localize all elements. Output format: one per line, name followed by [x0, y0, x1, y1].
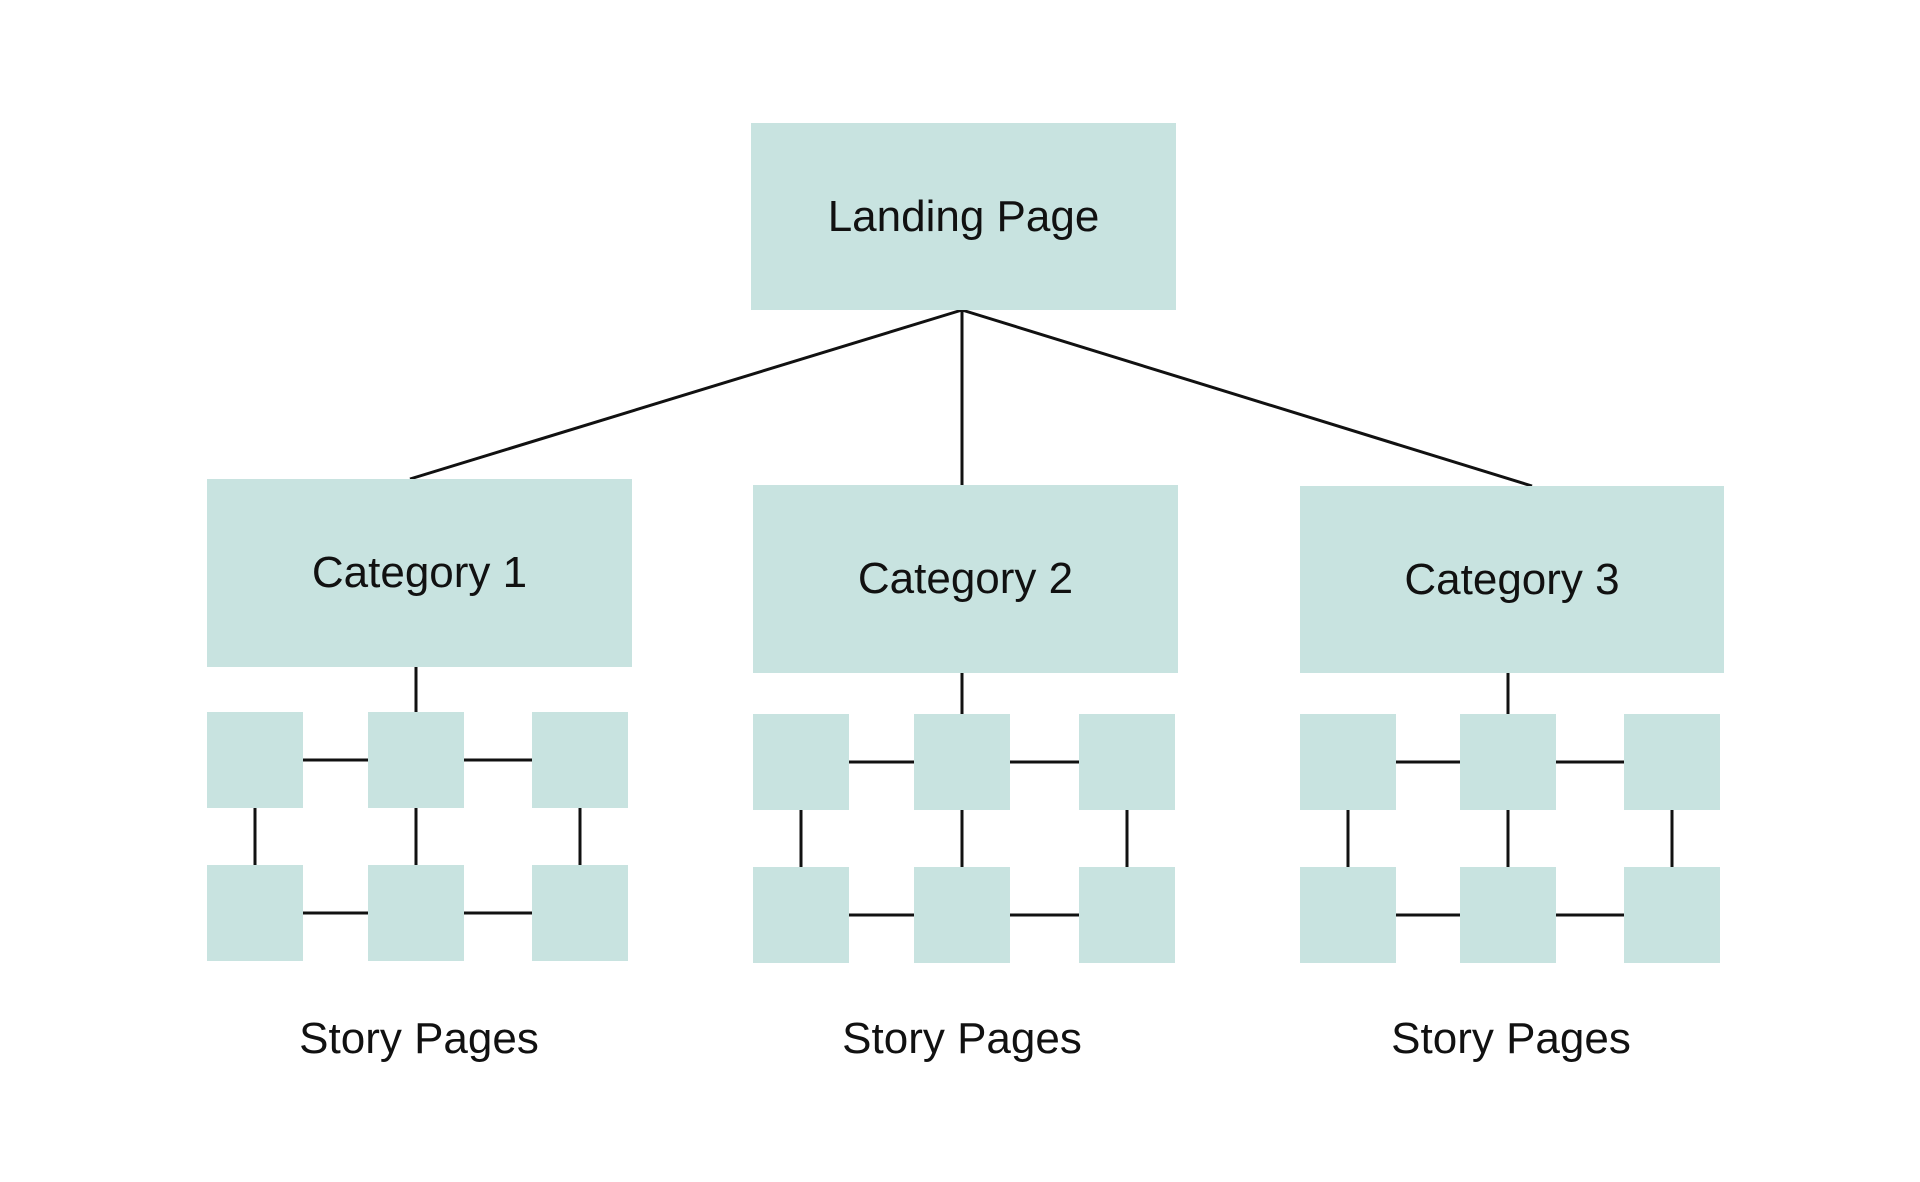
category-2-node: Category 2	[753, 485, 1178, 673]
story-pages-caption-2: Story Pages	[842, 1014, 1082, 1063]
story-page-3-2-2	[1460, 867, 1556, 963]
connector-landing-to-category-1	[409, 308, 963, 481]
category-3-node: Category 3	[1300, 486, 1724, 673]
story-page-1-2-1	[207, 865, 303, 961]
story-page-1-1-1	[207, 712, 303, 808]
story-pages-caption-3: Story Pages	[1391, 1014, 1631, 1063]
landing-page-node: Landing Page	[751, 123, 1176, 310]
story-page-2-2-3	[1079, 867, 1175, 963]
story-page-3-2-1	[1300, 867, 1396, 963]
story-page-3-1-1	[1300, 714, 1396, 810]
category-3-label: Category 3	[1404, 554, 1620, 604]
story-page-2-1-1	[753, 714, 849, 810]
story-page-2-1-2	[914, 714, 1010, 810]
landing-page-label: Landing Page	[827, 191, 1100, 241]
story-page-1-1-3	[532, 712, 628, 808]
story-page-1-2-3	[532, 865, 628, 961]
story-page-3-1-3	[1624, 714, 1720, 810]
category-1-node: Category 1	[207, 479, 632, 667]
story-page-3-2-3	[1624, 867, 1720, 963]
story-page-1-1-2	[368, 712, 464, 808]
story-page-2-2-1	[753, 867, 849, 963]
story-page-2-2-2	[914, 867, 1010, 963]
category-1-label: Category 1	[311, 548, 528, 597]
category-2-label: Category 2	[857, 554, 1074, 603]
story-page-3-1-2	[1460, 714, 1556, 810]
story-pages-caption-1: Story Pages	[299, 1014, 539, 1063]
story-page-2-1-3	[1079, 714, 1175, 810]
connector-landing-to-category-3	[961, 308, 1533, 488]
story-page-1-2-2	[368, 865, 464, 961]
